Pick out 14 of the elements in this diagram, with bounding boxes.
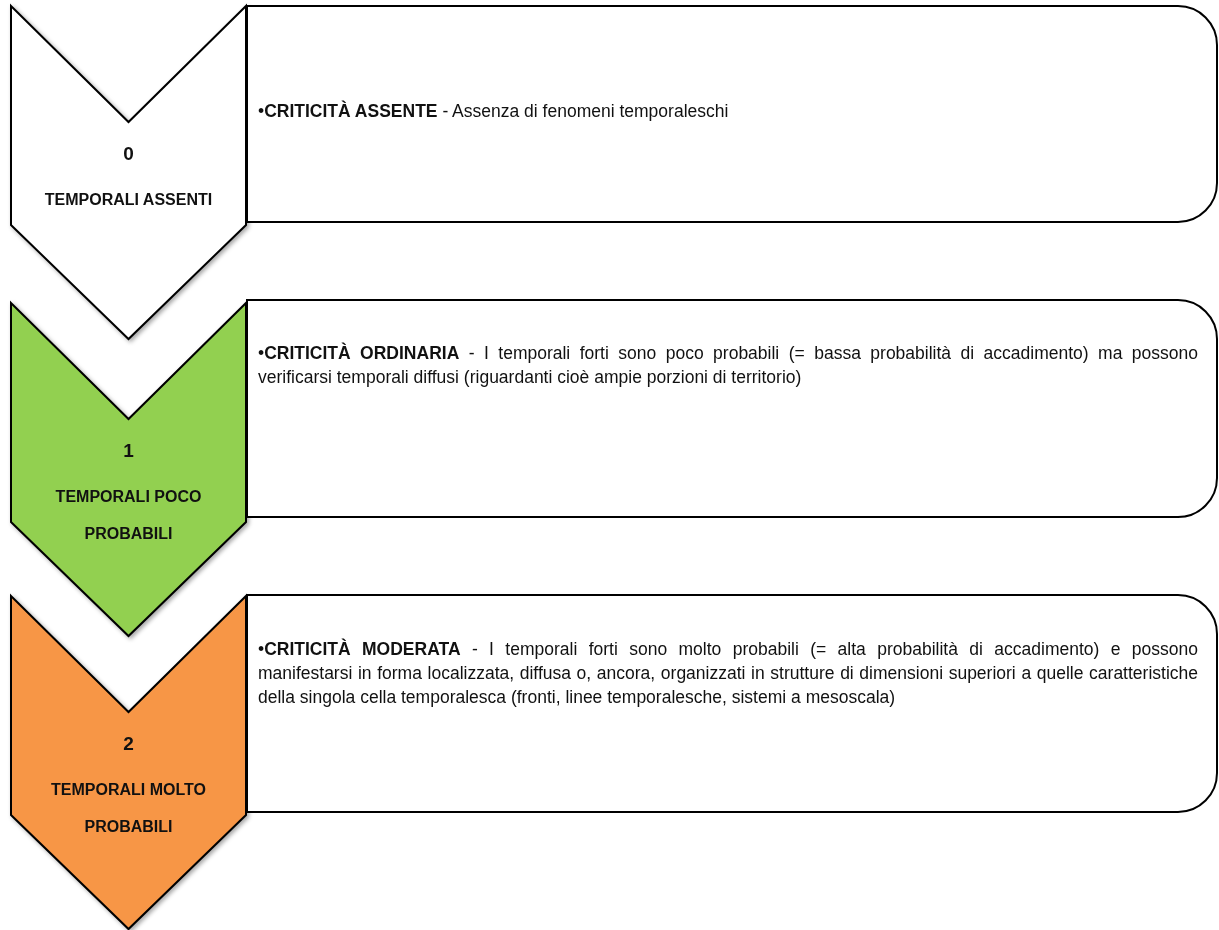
- level-label: TEMPORALI MOLTO PROBABILI: [50, 780, 207, 837]
- description-card: [246, 299, 1218, 518]
- level-number: 0: [122, 143, 135, 165]
- level-label: TEMPORALI ASSENTI: [43, 190, 214, 210]
- level-number: 2: [122, 733, 135, 755]
- description-card: [246, 594, 1218, 813]
- description-text: •CRITICITÀ ASSENTE - Assenza di fenomeni temporaleschi: [258, 99, 730, 123]
- chevron-shape: [10, 595, 247, 930]
- description-text: •CRITICITÀ MODERATA - I temporali forti sono molto probabili (= alta probabilità di accadimento) e possono manifestarsi in forma localizzata, diffusa o, ancora, organizzati in strutture di dimensioni superiori a quelle caratteristiche della singola cella temporalesca (fronti, linee temporalesche, sistemi a mesoscala): [258, 637, 1198, 709]
- chevron-shape: [10, 5, 247, 340]
- level-number: 1: [122, 440, 135, 462]
- chevron-shape: [10, 302, 247, 637]
- description-text: •CRITICITÀ ORDINARIA - I temporali forti sono poco probabili (= bassa probabilità di accadimento) ma possono verificarsi temporali diffusi (riguardanti cioè ampie porzioni di territorio): [258, 341, 1198, 389]
- level-label: TEMPORALI POCO PROBABILI: [54, 487, 203, 544]
